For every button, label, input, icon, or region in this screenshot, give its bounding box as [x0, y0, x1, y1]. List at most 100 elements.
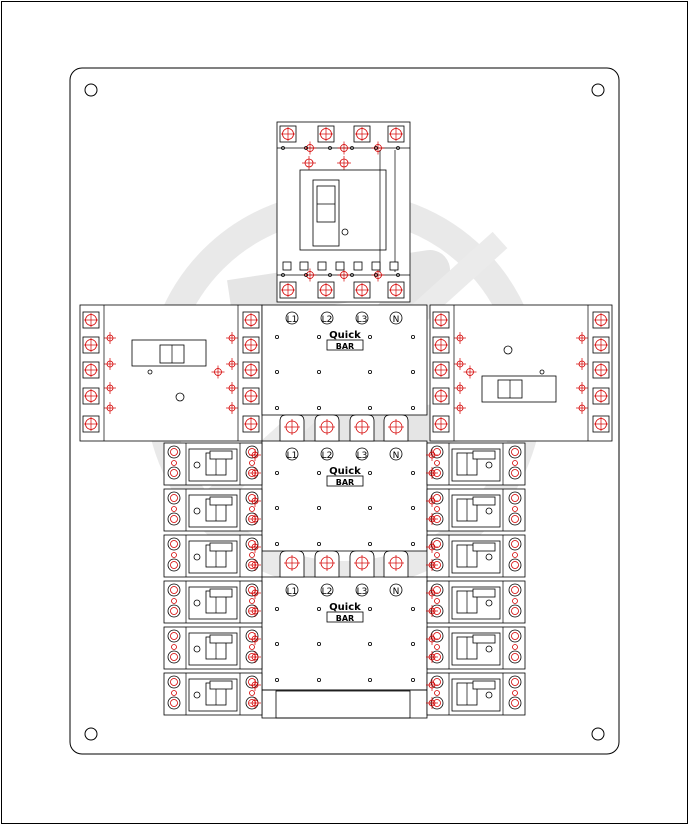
brand-badge — [326, 475, 364, 487]
phase-label: L2 — [322, 451, 333, 461]
mcb-screw — [167, 558, 181, 572]
slot — [282, 261, 292, 271]
fixing-point-icon — [104, 332, 116, 344]
indicator — [175, 392, 185, 402]
screw-terminal-icon — [82, 387, 100, 405]
mcb-led — [171, 506, 177, 512]
circle — [304, 273, 308, 277]
dot — [367, 334, 372, 339]
fixing-point-icon — [249, 651, 261, 663]
dot — [410, 405, 415, 410]
mcb-window — [472, 588, 496, 598]
mcb-window — [472, 680, 496, 690]
mcb-led — [434, 598, 440, 604]
fixing-point-icon — [249, 541, 261, 553]
mounting-hole-icon — [591, 727, 605, 741]
mcb-screw-inner — [170, 561, 178, 569]
slot — [317, 261, 327, 271]
mcb-led — [434, 690, 440, 696]
mcb-screw-inner — [511, 515, 519, 523]
mcb-module — [163, 442, 263, 486]
mcb-screw-inner — [170, 469, 178, 477]
mcb-led — [171, 690, 177, 696]
fixing-point-icon — [454, 332, 466, 344]
fixing-point-icon — [426, 495, 438, 507]
dot — [274, 542, 279, 547]
mcb-screw-inner — [511, 540, 519, 548]
dot — [410, 678, 415, 683]
fixing-point-icon — [104, 358, 116, 370]
fixing-point-icon — [249, 587, 261, 599]
mcb-screw-inner — [511, 494, 519, 502]
mcb-screw-inner — [511, 469, 519, 477]
mcb-screw — [508, 696, 522, 710]
fixing-point-icon — [249, 679, 261, 691]
fixing-point-icon — [249, 495, 261, 507]
phase-circle — [389, 311, 403, 325]
circle — [374, 146, 378, 150]
phase-circle — [320, 583, 334, 597]
fixing-point-icon — [302, 156, 316, 170]
circle — [328, 273, 332, 277]
screw-terminal-icon — [317, 125, 335, 143]
dot — [367, 542, 372, 547]
fixing-point-icon — [104, 402, 116, 414]
circle — [304, 146, 308, 150]
mcb-screw-inner — [170, 494, 178, 502]
brand-badge — [326, 339, 364, 351]
mcb-screw-inner — [170, 678, 178, 686]
screw-terminal-icon — [432, 336, 450, 354]
mcb-module — [426, 580, 526, 624]
phase-circle — [285, 583, 299, 597]
circle — [350, 273, 354, 277]
fixing-point-icon — [226, 358, 238, 370]
phase-circle — [285, 447, 299, 461]
circle — [539, 369, 545, 375]
dot — [410, 542, 415, 547]
phase-label: N — [393, 451, 400, 461]
slot — [335, 261, 345, 271]
mcb-led — [171, 598, 177, 604]
dot — [316, 405, 321, 410]
fixing-point-icon — [249, 605, 261, 617]
circle — [281, 146, 285, 150]
screw-terminal-icon — [82, 336, 100, 354]
slot — [371, 261, 381, 271]
dot — [274, 369, 279, 374]
circle — [396, 146, 400, 150]
fixing-point-icon — [576, 382, 588, 394]
mcb-window — [472, 496, 496, 506]
fixing-point-icon — [249, 633, 261, 645]
mcb-screw — [508, 491, 522, 505]
fixing-point-icon — [426, 449, 438, 461]
busbar-connector — [279, 414, 409, 442]
mcb-screw — [245, 629, 259, 643]
dot — [367, 505, 372, 510]
mcb-module — [163, 626, 263, 670]
screw-terminal-icon — [387, 125, 405, 143]
dot — [410, 607, 415, 612]
mcb-window — [472, 634, 496, 644]
mcb-screw-inner — [511, 448, 519, 456]
mcb-indicator — [485, 645, 493, 653]
mcb-module — [426, 442, 526, 486]
dot — [316, 470, 321, 475]
mcb-screw — [245, 445, 259, 459]
breaker-body — [429, 304, 613, 442]
fixing-point-icon — [576, 358, 588, 370]
dot — [367, 642, 372, 647]
circle — [396, 273, 400, 277]
mcb-screw-inner — [170, 699, 178, 707]
phase-circle — [355, 447, 369, 461]
screw-terminal-icon — [353, 125, 371, 143]
mcb-indicator — [193, 645, 201, 653]
mcb-screw-inner — [511, 699, 519, 707]
screw-terminal-icon — [82, 415, 100, 433]
fixing-point-icon — [226, 332, 238, 344]
mcb-screw-inner — [170, 586, 178, 594]
phase-label: L2 — [322, 315, 333, 325]
mcb-led — [512, 552, 518, 558]
mounting-hole-icon — [84, 727, 98, 741]
mcb-screw-inner — [170, 632, 178, 640]
